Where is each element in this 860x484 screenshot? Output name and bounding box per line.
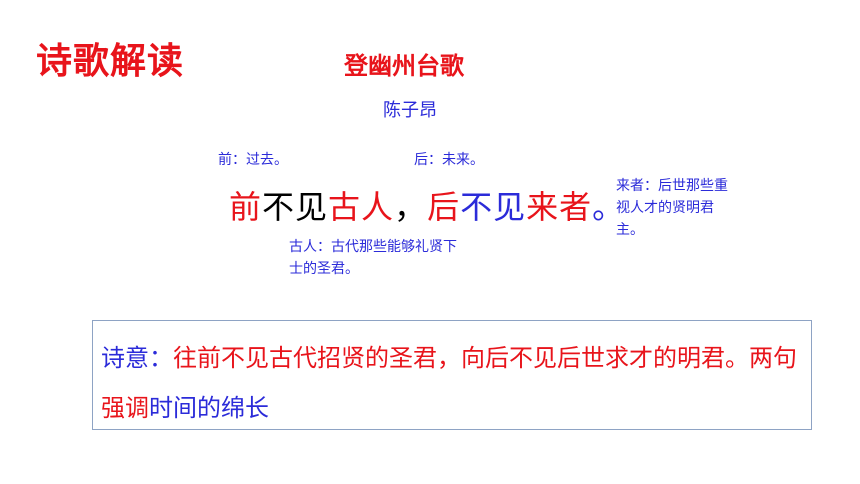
note-qian: 前：过去。: [218, 152, 288, 168]
poem-word-qian: 前: [229, 188, 263, 226]
poem-word-bujian-2: 不见: [460, 188, 527, 226]
poem-author: 陈子昂: [383, 100, 437, 121]
poem-word-bujian-1: 不见: [262, 188, 329, 226]
meaning-text: 诗意：往前不见古代招贤的圣君，向后不见后世求才的明君。两句强调时间的绵长: [101, 333, 801, 433]
note-laizhe: 来者：后世那些重视人才的贤明君主。: [616, 178, 728, 238]
poem-title: 登幽州台歌: [344, 52, 464, 80]
meaning-text-blue: 时间的绵长: [149, 394, 269, 422]
poem-word-laizhe: 来者: [526, 188, 593, 226]
section-title: 诗歌解读: [36, 41, 185, 82]
poem-punct-comma: ，: [394, 188, 428, 226]
note-guren: 古人：古代那些能够礼贤下士的圣君。: [289, 239, 457, 277]
meaning-text-red: 往前不见古代招贤的圣君，向后不见后世求才的明君。两句强调: [101, 344, 797, 422]
poem-word-hou: 后: [427, 188, 461, 226]
poem-line: 前不见古人，后不见来者。: [229, 182, 625, 228]
meaning-label: 诗意：: [101, 344, 173, 372]
meaning-box: 诗意：往前不见古代招贤的圣君，向后不见后世求才的明君。两句强调时间的绵长: [92, 320, 812, 430]
poem-punct-period: 。: [592, 188, 626, 226]
poem-word-guren: 古人: [328, 188, 395, 226]
note-hou: 后：未来。: [414, 152, 484, 168]
